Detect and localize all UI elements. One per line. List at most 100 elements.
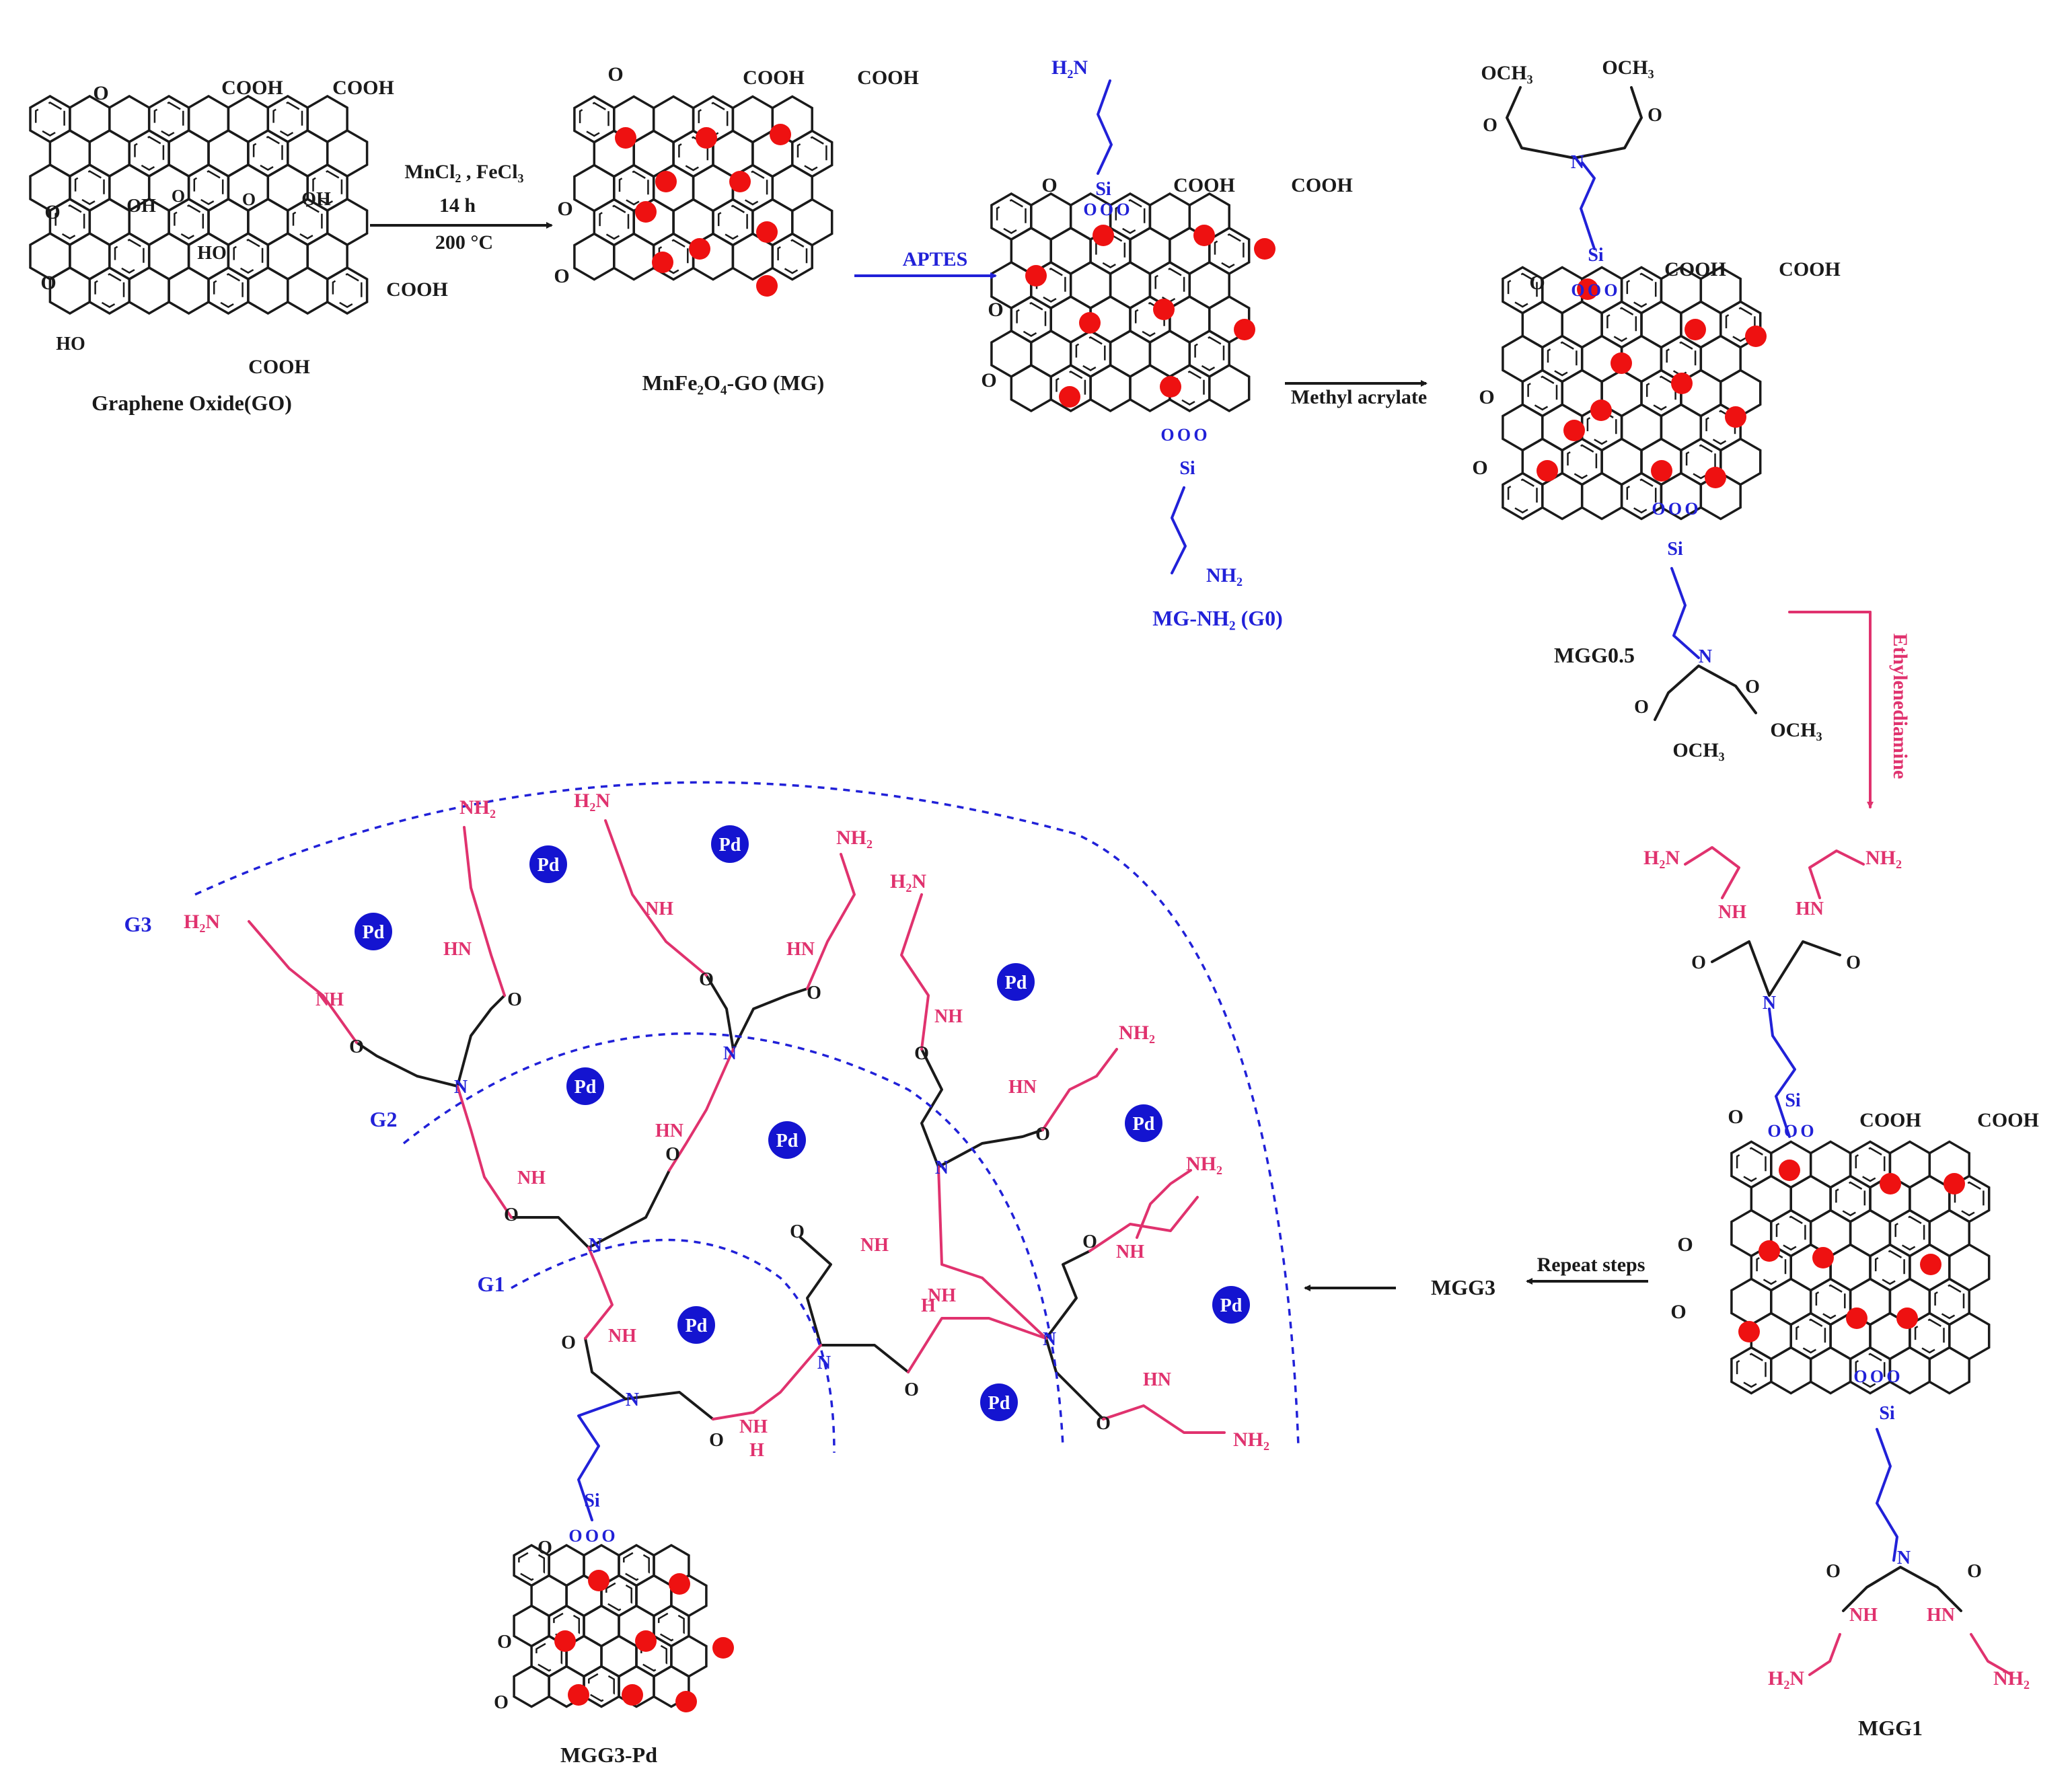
double-bond-ring [777, 239, 808, 274]
double-bond-ring [153, 102, 184, 137]
mgg1-top-si: Si [1785, 1090, 1801, 1111]
mgg3pd-ketone-1: O [538, 1538, 552, 1558]
go-hydroxyl-3: HO [197, 243, 227, 264]
mgg1-top-amide-1: NH [1718, 902, 1746, 923]
double-bond-ring [1507, 478, 1538, 514]
nanoparticle-dot [1093, 225, 1114, 246]
double-bond-ring [1855, 1147, 1886, 1182]
mgg1-ketone-2: O [1677, 1234, 1693, 1256]
dendron-o-14: O [1035, 1124, 1050, 1145]
pd-particle-label: Pd [719, 835, 741, 856]
nanoparticle-dot [1153, 299, 1175, 320]
mgg1-top-amine-2: NH₂ [1865, 847, 1902, 869]
mgg05-top-siloxane: O O O [1571, 280, 1617, 300]
mgg05-ketone-3: O [1472, 457, 1487, 479]
dendron-nh-8: NH [645, 899, 673, 919]
nanoparticle-dot [554, 1630, 576, 1652]
mgg3pd-si: Si [584, 1490, 600, 1511]
dendron-black-3 [510, 1216, 590, 1249]
g0-top-siloxane: O O O [1083, 200, 1130, 219]
nanoparticle-dot [1651, 460, 1672, 482]
dendron-nh-3: NH [517, 1168, 546, 1188]
double-bond-ring [657, 1610, 685, 1642]
dendron-n-g1-right: N [817, 1353, 831, 1373]
mgg05-cooh-1: COOH [1664, 258, 1726, 280]
double-bond-ring [1194, 336, 1225, 371]
pd-particle-label: Pd [1220, 1295, 1243, 1316]
nanoparticle-dot [1671, 373, 1693, 394]
eda-1 [712, 1344, 822, 1420]
dendron-o-1: O [561, 1332, 576, 1353]
pd-particle-circle [677, 1306, 715, 1344]
mgg05-top-si: Si [1588, 245, 1604, 266]
double-bond-ring [1547, 341, 1578, 377]
double-bond-ring [623, 1550, 650, 1581]
mgg05-carbonyl-3: O [1634, 697, 1649, 718]
hexagon-ring [1928, 1346, 1970, 1395]
dendron-o-10: O [507, 989, 522, 1010]
pd-particle: Pd [768, 1121, 806, 1159]
mgg1-bottom-amide-1: NH [1849, 1605, 1878, 1626]
dendron-o-5: O [790, 1221, 805, 1242]
hexagon-ring [287, 266, 329, 315]
pd-particle-label: Pd [575, 1077, 597, 1098]
double-bond-ring [1154, 268, 1185, 303]
dendron-o-4: O [665, 1144, 680, 1165]
nanoparticle-dot [1944, 1173, 1965, 1194]
pd-particle: Pd [980, 1383, 1018, 1421]
g0-sheet [990, 192, 1251, 413]
pd-particle-label: Pd [538, 855, 560, 876]
dendron-black-1 [584, 1337, 627, 1400]
nanoparticle-dot [1254, 238, 1275, 260]
double-bond-ring [640, 1640, 667, 1672]
nanoparticle-dot [1059, 386, 1080, 408]
g0-cooh-1: COOH [1173, 174, 1235, 196]
mgg1-bottom-eda-right [1970, 1633, 2013, 1676]
eda-10 [463, 826, 506, 997]
hexagon-ring [1770, 1346, 1812, 1395]
mgg1-carbonyl-2: O [1846, 952, 1861, 973]
dendron-nh-5: NH [928, 1285, 956, 1306]
pd-particle-circle [529, 845, 567, 883]
pd-particle-label: Pd [686, 1316, 708, 1336]
nanoparticle-dot [1846, 1307, 1867, 1329]
mg-sheet [573, 95, 834, 281]
hexagon-ring [613, 232, 655, 281]
hexagon-ring [1580, 471, 1623, 521]
eda-3 [907, 1317, 1047, 1373]
dendron-nh-6: NH [1116, 1242, 1144, 1262]
go-cooh-3: COOH [386, 278, 448, 301]
pd-particle-label: Pd [363, 922, 385, 943]
double-bond-ring [292, 204, 323, 239]
reagent-mncl2-fecl3: MnCl₂ , FeCl₃ [404, 161, 523, 183]
dendron-amine-2: NH₂ [459, 796, 496, 819]
dendron-hn-5: HN [786, 939, 815, 960]
reagent-repeat-steps: Repeat steps [1537, 1254, 1645, 1276]
eda-14 [1041, 1048, 1118, 1131]
double-bond-ring [1056, 371, 1086, 406]
nanoparticle-dot [770, 124, 791, 145]
mgg05-och3-4: OCH₃ [1770, 719, 1822, 741]
go-sheet [29, 94, 369, 315]
dendron-amine-4: NH₂ [836, 827, 873, 849]
double-bond-ring [535, 1640, 563, 1672]
graphene-sheets [29, 94, 1991, 1708]
nanoparticle-dot [675, 1691, 697, 1712]
mgg1-bottom-siloxane: O O O [1853, 1367, 1900, 1386]
pd-particle-circle [1212, 1286, 1250, 1324]
hexagon-ring [513, 1665, 550, 1708]
nanoparticle-dot [1759, 1240, 1780, 1262]
dendron-amine-7: NH₂ [1186, 1153, 1222, 1175]
double-bond-ring [1725, 307, 1756, 342]
double-bond-ring [174, 204, 205, 239]
mgg1-top-amide-2: HN [1796, 899, 1824, 919]
double-bond-ring [1954, 1181, 1985, 1217]
nanoparticle-dot [1725, 406, 1746, 428]
double-bond-ring [74, 170, 105, 205]
double-bond-ring [1567, 444, 1598, 480]
mgg05-och3-2: OCH₃ [1602, 56, 1654, 79]
dendron-amine-6: NH₂ [1119, 1022, 1155, 1044]
reagent-ethylenediamine: Ethylenediamine [1889, 634, 1911, 780]
hexagon-ring [573, 232, 616, 281]
mgg05-carbonyl-1: O [1483, 115, 1497, 136]
